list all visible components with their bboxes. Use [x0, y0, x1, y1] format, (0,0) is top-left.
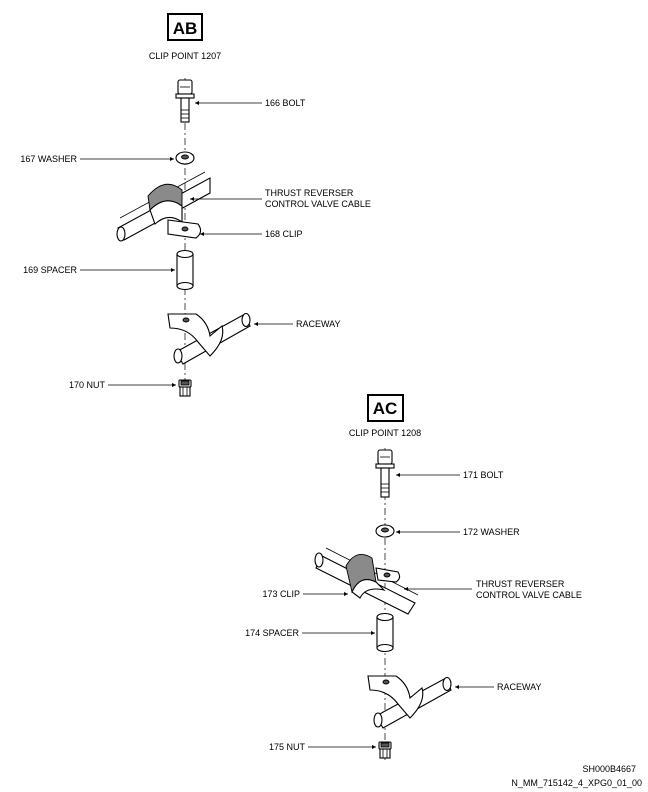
- nut-175: [378, 741, 392, 759]
- view-ab-badge-frame: [167, 13, 203, 41]
- clip-168: [147, 183, 202, 239]
- nut-170: [178, 379, 192, 397]
- callout-clip-173: 173 CLIP: [262, 589, 300, 599]
- washer-167: [175, 151, 195, 165]
- callout-washer-167: 167 WASHER: [20, 154, 77, 164]
- view-ab: AB CLIP POINT 1207 166 BOLT 167 WASHER: [20, 13, 371, 397]
- view-ac-badge-frame: [367, 394, 404, 422]
- spacer-174: [376, 612, 394, 653]
- clip-173: [345, 553, 401, 599]
- bolt-166: [175, 79, 195, 123]
- raceway-ac: [367, 675, 452, 729]
- callout-cable-ac-line1: THRUST REVERSER: [476, 579, 565, 589]
- callout-spacer-169: 169 SPACER: [23, 265, 77, 275]
- raceway-ab: [167, 312, 251, 365]
- callout-raceway-ac: RACEWAY: [497, 682, 542, 692]
- callout-clip-168: 168 CLIP: [265, 229, 303, 239]
- callout-cable-ab-line2: CONTROL VALVE CABLE: [265, 199, 371, 209]
- callout-washer-172: 172 WASHER: [463, 527, 520, 537]
- callout-bolt-171: 171 BOLT: [463, 470, 504, 480]
- callout-cable-ac-line2: CONTROL VALVE CABLE: [476, 590, 582, 600]
- view-ac-title: CLIP POINT 1208: [349, 428, 421, 438]
- view-ab-badge: AB: [173, 19, 198, 38]
- view-ac-badge: AC: [373, 399, 398, 418]
- callout-raceway-ab: RACEWAY: [296, 319, 341, 329]
- callout-cable-ab-line1: THRUST REVERSER: [265, 188, 354, 198]
- callout-bolt-166: 166 BOLT: [265, 98, 306, 108]
- spacer-169: [176, 249, 194, 291]
- sheet-id: SH000B4667: [582, 764, 636, 774]
- bolt-171: [375, 449, 395, 498]
- callout-nut-175: 175 NUT: [269, 742, 306, 752]
- drawing-id: N_MM_715142_4_XPG0_01_00: [511, 778, 642, 788]
- view-ac: AC CLIP POINT 1208 171 BOLT 172 WASHER: [245, 394, 582, 762]
- callout-nut-170: 170 NUT: [69, 380, 106, 390]
- view-ab-title: CLIP POINT 1207: [149, 51, 221, 61]
- washer-172: [375, 524, 395, 538]
- callout-spacer-174: 174 SPACER: [245, 628, 299, 638]
